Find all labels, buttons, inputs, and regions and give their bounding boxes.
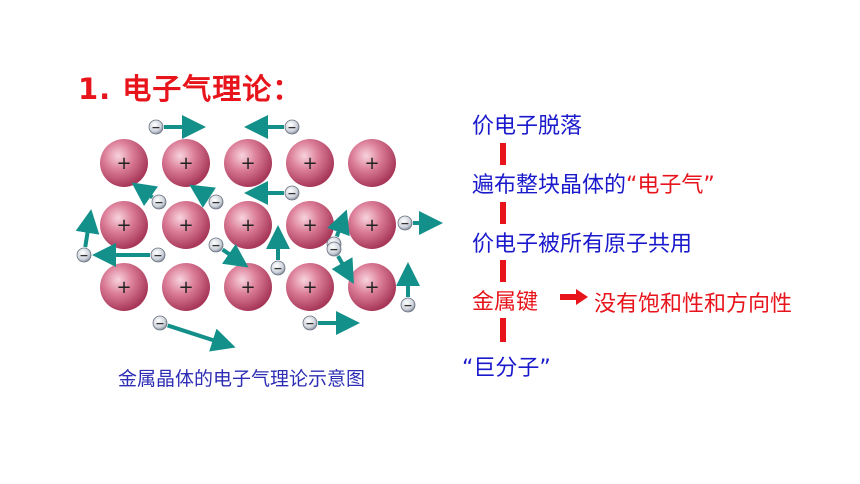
electron: − bbox=[270, 260, 286, 276]
metal-ion: + bbox=[348, 201, 396, 249]
metal-ion: + bbox=[286, 263, 334, 311]
metal-ion: + bbox=[162, 139, 210, 187]
svg-text:−: − bbox=[79, 249, 88, 262]
svg-text:+: + bbox=[364, 215, 379, 236]
metal-ion: + bbox=[224, 201, 272, 249]
metal-ion: + bbox=[224, 139, 272, 187]
electron-motion-arrows bbox=[75, 115, 443, 352]
flow-step-1: 价电子脱落 bbox=[472, 114, 583, 139]
svg-text:−: − bbox=[151, 121, 160, 134]
flow-step-3: 价电子被所有原子共用 bbox=[472, 232, 693, 257]
flow-step-5: “巨分子” bbox=[462, 356, 551, 381]
metal-ion: + bbox=[162, 263, 210, 311]
svg-text:+: + bbox=[116, 277, 131, 298]
motion-arrow bbox=[327, 209, 350, 238]
metal-ion: + bbox=[100, 263, 148, 311]
svg-text:+: + bbox=[364, 277, 379, 298]
electron: − bbox=[148, 119, 164, 135]
electron: − bbox=[284, 119, 300, 135]
flow-connector-1 bbox=[500, 143, 506, 165]
metal-ion: + bbox=[224, 263, 272, 311]
metal-ion: + bbox=[100, 139, 148, 187]
svg-text:−: − bbox=[287, 121, 296, 134]
svg-text:−: − bbox=[287, 187, 296, 200]
motion-arrow bbox=[221, 244, 249, 268]
metal-ion: + bbox=[286, 201, 334, 249]
metal-ion: + bbox=[348, 139, 396, 187]
electron: − bbox=[397, 215, 413, 231]
metal-ion-lattice: + + + + + + + + + + + + + + + bbox=[100, 139, 396, 311]
electron: − bbox=[400, 297, 416, 313]
flow-step-2: 遍布整块晶体的“电子气” bbox=[472, 167, 715, 199]
motion-arrow bbox=[131, 182, 158, 207]
electron: − bbox=[208, 237, 224, 253]
svg-text:−: − bbox=[403, 299, 412, 312]
svg-text:+: + bbox=[240, 277, 255, 298]
electron: − bbox=[208, 194, 224, 210]
metal-ion: + bbox=[162, 201, 210, 249]
electron: − bbox=[152, 315, 168, 331]
svg-text:−: − bbox=[153, 249, 162, 262]
electron: − bbox=[151, 194, 167, 210]
svg-text:+: + bbox=[240, 215, 255, 236]
metal-ion: + bbox=[100, 201, 148, 249]
electron: − bbox=[76, 247, 92, 263]
svg-text:+: + bbox=[116, 153, 131, 174]
svg-text:+: + bbox=[302, 153, 317, 174]
flow-step-2-text: 遍布整块晶体的 bbox=[472, 173, 627, 198]
electron-gas-diagram: +++++++++++++++ −−−−−−−−−−−−−−− bbox=[75, 115, 443, 352]
metal-ion: + bbox=[348, 263, 396, 311]
svg-text:+: + bbox=[302, 215, 317, 236]
motion-arrow bbox=[75, 209, 100, 248]
svg-text:−: − bbox=[211, 196, 220, 209]
svg-text:+: + bbox=[178, 215, 193, 236]
svg-text:−: − bbox=[329, 243, 338, 256]
svg-text:−: − bbox=[400, 217, 409, 230]
electron: − bbox=[284, 185, 300, 201]
svg-text:−: − bbox=[211, 239, 220, 252]
svg-text:+: + bbox=[178, 277, 193, 298]
svg-text:−: − bbox=[305, 317, 314, 330]
diagram-caption: 金属晶体的电子气理论示意图 bbox=[118, 368, 366, 390]
slide-title: 1. 电子气理论： bbox=[78, 72, 303, 106]
svg-text:−: − bbox=[154, 196, 163, 209]
flow-connector-2 bbox=[500, 202, 506, 224]
svg-text:+: + bbox=[302, 277, 317, 298]
right-arrow-icon bbox=[560, 289, 588, 305]
motion-arrow bbox=[331, 254, 354, 284]
motion-arrow bbox=[166, 323, 236, 352]
svg-text:−: − bbox=[155, 317, 164, 330]
flow-step-2-highlight: “电子气” bbox=[626, 173, 715, 198]
metal-ion: + bbox=[286, 139, 334, 187]
svg-text:−: − bbox=[273, 262, 282, 275]
svg-text:+: + bbox=[364, 153, 379, 174]
svg-text:+: + bbox=[240, 153, 255, 174]
flow-connector-3 bbox=[500, 260, 506, 282]
electron: − bbox=[302, 315, 318, 331]
electron: − bbox=[150, 247, 166, 263]
electron: − bbox=[326, 241, 342, 257]
flow-step-4-side: 没有饱和性和方向性 bbox=[594, 292, 793, 317]
motion-arrow bbox=[189, 184, 216, 208]
svg-text:+: + bbox=[178, 153, 193, 174]
svg-text:+: + bbox=[116, 215, 131, 236]
flow-connector-4 bbox=[500, 318, 506, 342]
flow-step-4: 金属键 bbox=[472, 290, 539, 315]
free-electrons: −−−−−−−−−−−−−−− bbox=[76, 119, 416, 331]
